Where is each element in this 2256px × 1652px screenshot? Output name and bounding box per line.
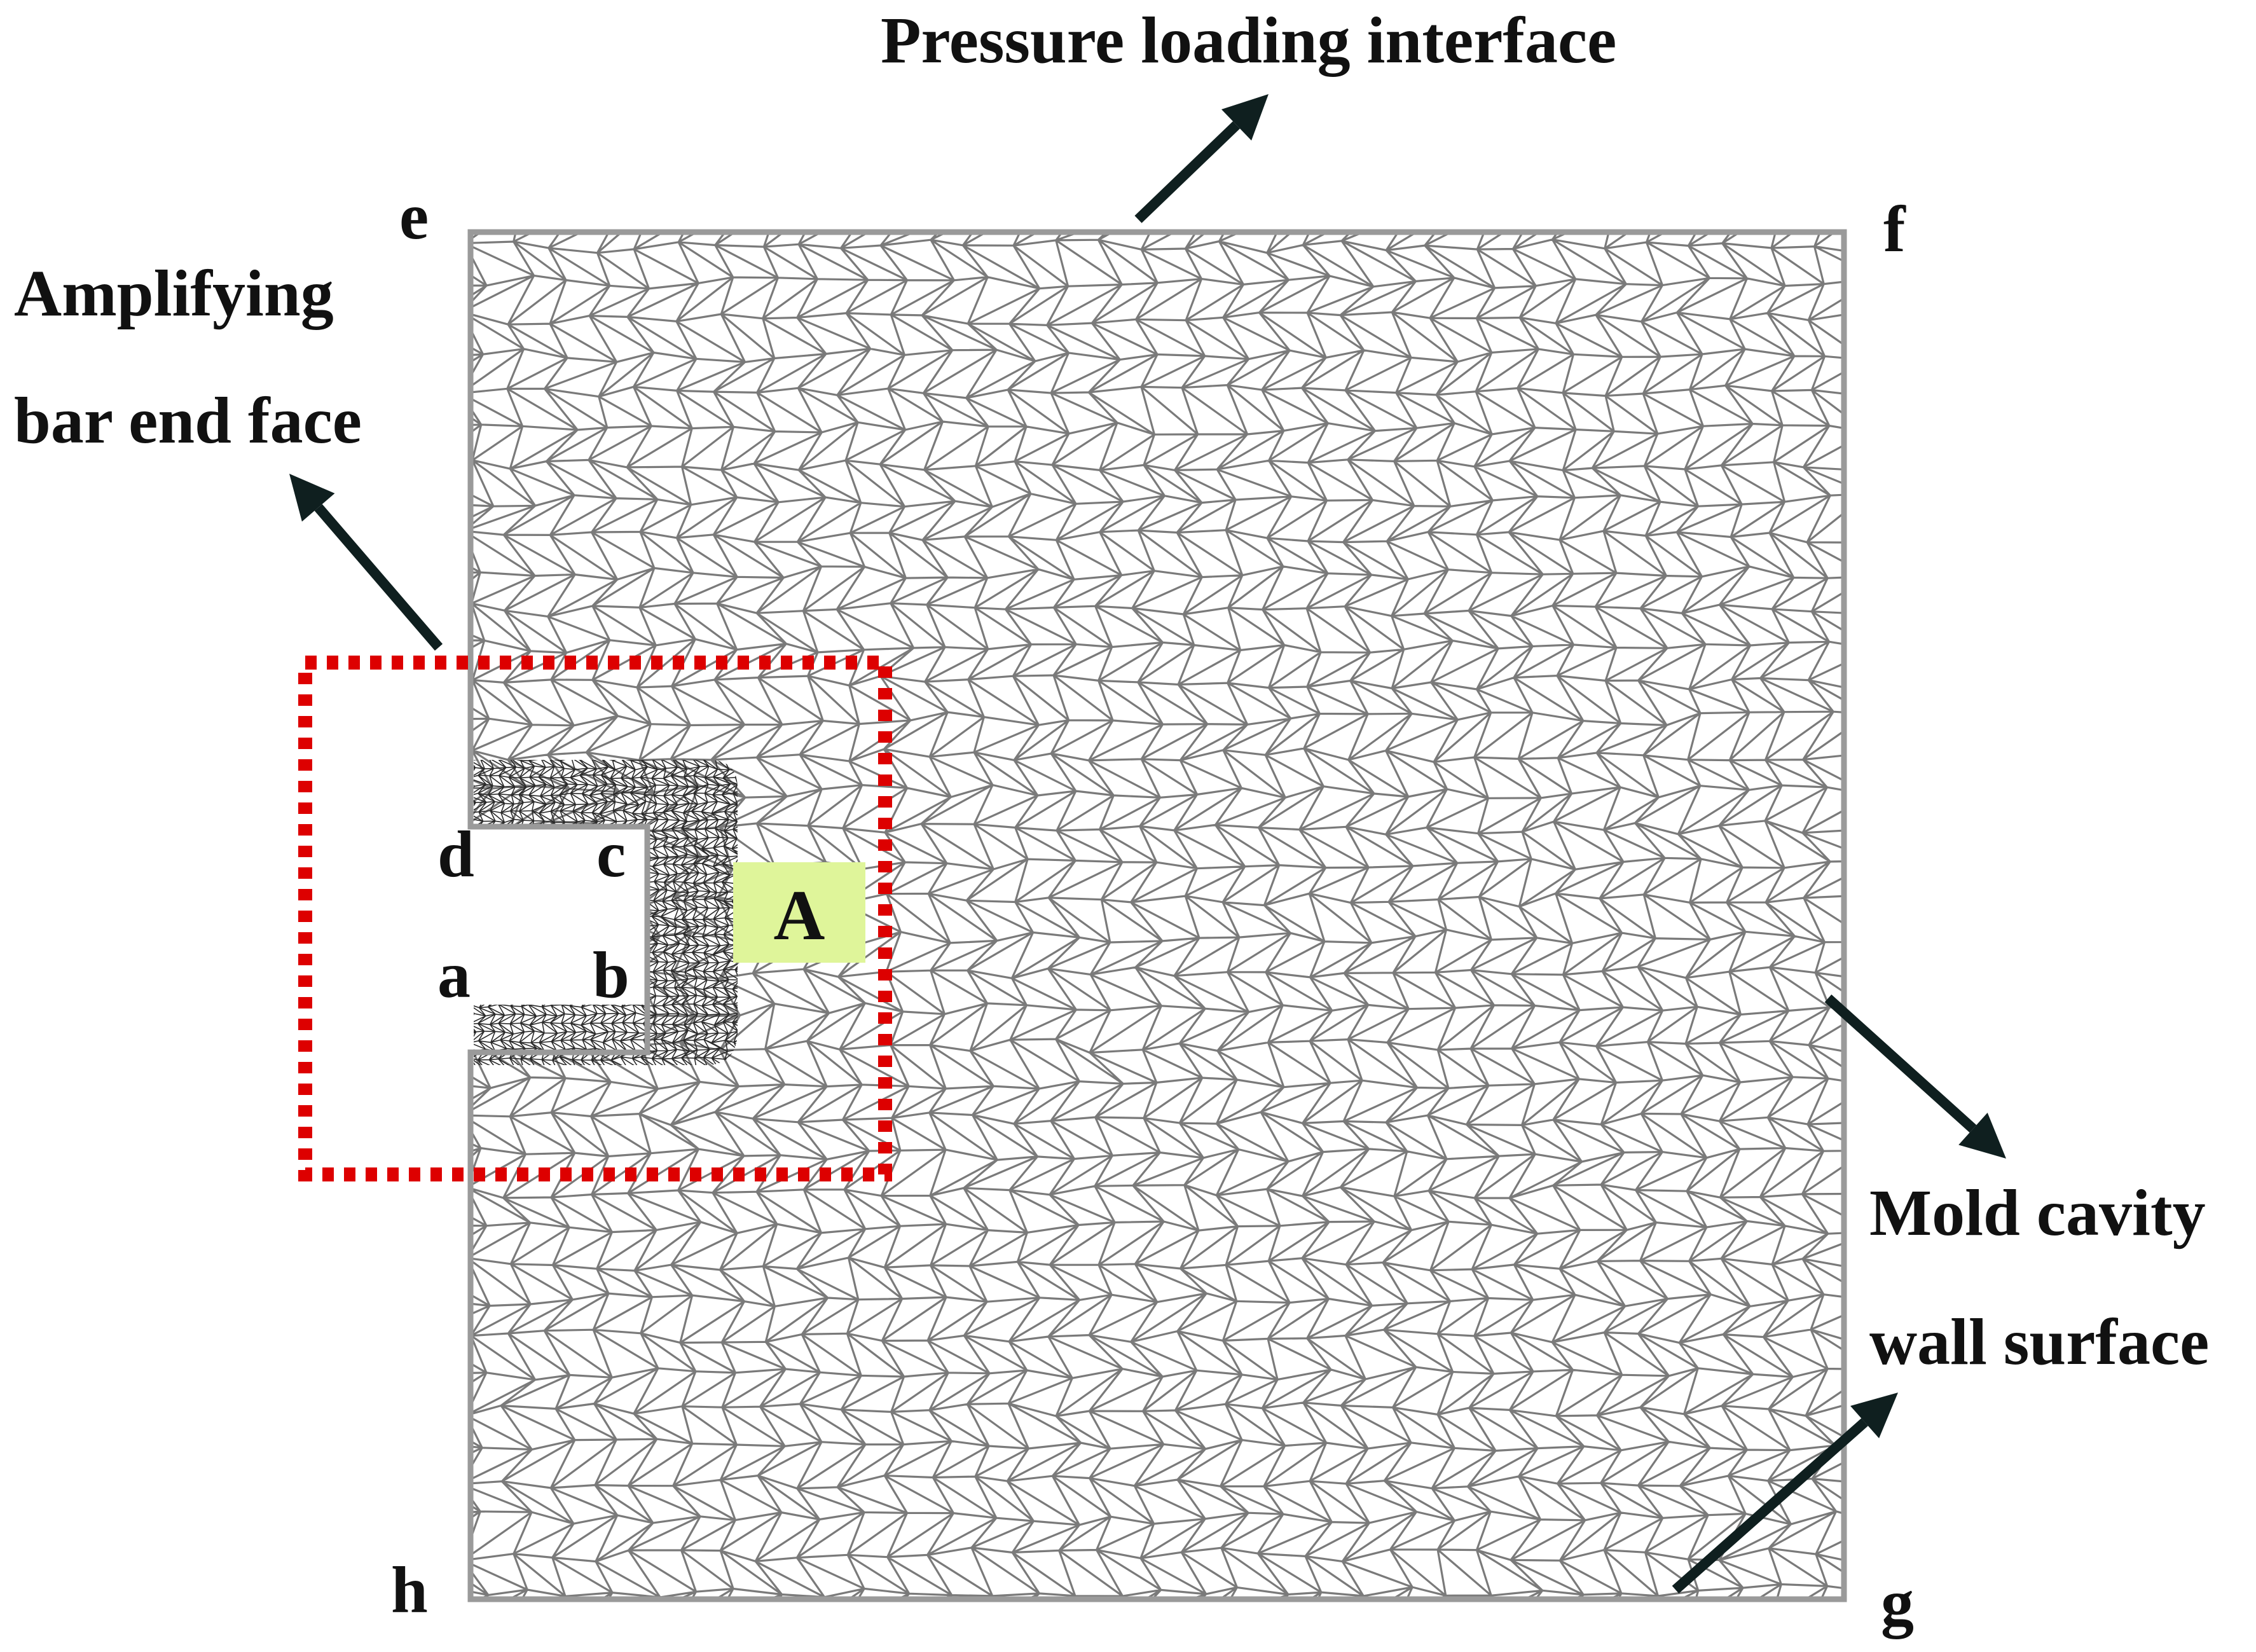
point-a-label: a — [437, 939, 471, 1012]
pressure-arrow-head — [1221, 94, 1269, 141]
point-d-label: d — [437, 818, 474, 891]
point-b-label: b — [593, 939, 629, 1012]
arrows — [289, 94, 2006, 1593]
amplifying-arrow-head — [289, 474, 335, 522]
mold-cavity-arrow-lower-shaft — [1672, 1418, 1868, 1593]
mesh-edges — [471, 232, 1844, 1599]
region-a-label: A — [774, 876, 825, 955]
pressure-loading-label: Pressure loading interface — [881, 4, 1616, 77]
amplifying-arrow-shaft — [314, 504, 443, 651]
amplifying-label-line2: bar end face — [14, 384, 362, 457]
mold-cavity-arrow-upper-head — [1958, 1112, 2006, 1159]
corner-f-label: f — [1883, 193, 1906, 266]
point-c-label: c — [596, 818, 626, 891]
corner-g-label: g — [1881, 1566, 1914, 1639]
mold-cavity-label-line1: Mold cavity — [1869, 1176, 2206, 1249]
coarse-mesh — [471, 232, 1844, 1599]
corner-e-label: e — [399, 180, 429, 253]
mold-cavity-arrow-upper-shaft — [1824, 995, 1977, 1133]
domain-boundary — [467, 229, 1847, 1602]
pressure-arrow-shaft — [1134, 121, 1241, 223]
amplifying-label-line1: Amplifying — [14, 257, 334, 330]
mold-cavity-label-line2: wall surface — [1869, 1305, 2209, 1379]
corner-h-label: h — [391, 1553, 428, 1627]
region-a-background — [733, 862, 865, 963]
amplified-region-box — [298, 656, 892, 1181]
mold-cavity-arrow-lower-head — [1850, 1393, 1898, 1438]
